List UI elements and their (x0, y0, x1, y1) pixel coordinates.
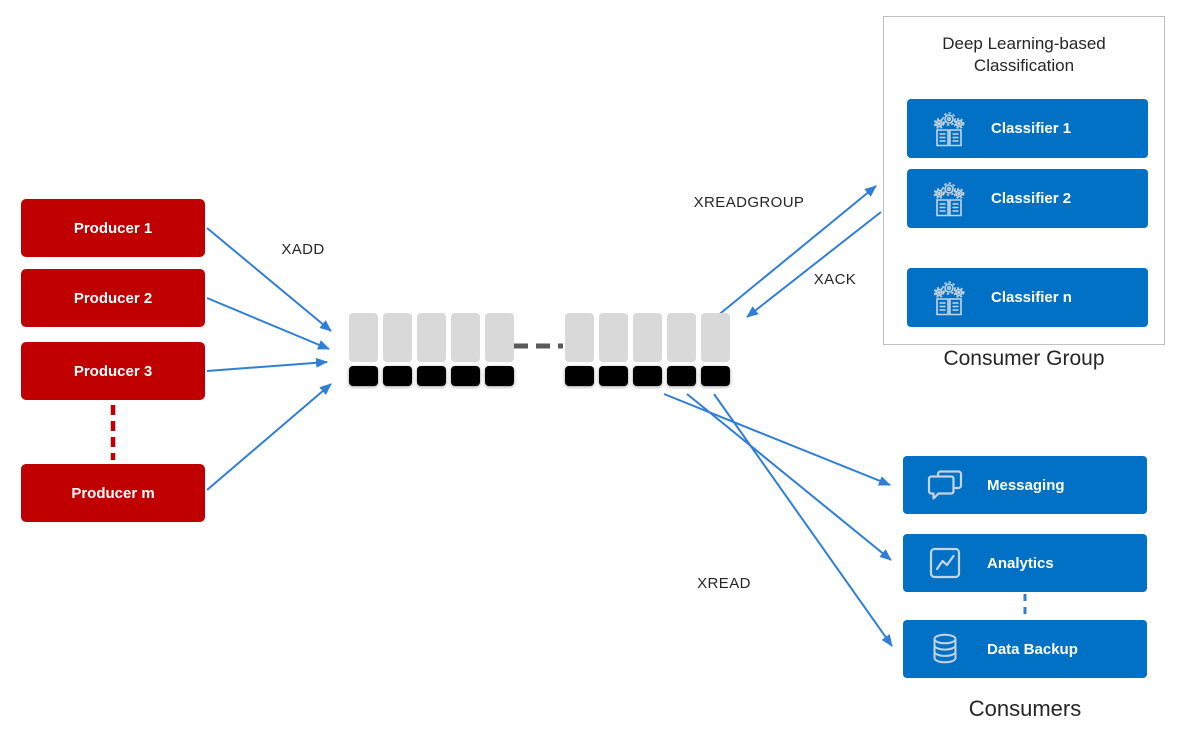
stream-cell-entry (701, 366, 730, 386)
stream-cell-body (383, 313, 412, 362)
classifier-n-box: Classifier n (907, 268, 1148, 327)
chart-icon (923, 545, 967, 581)
consumers-caption: Consumers (968, 696, 1082, 721)
xreadgroup-label: XREADGROUP (693, 194, 805, 211)
stream-cell-body (349, 313, 378, 362)
arrow-xread-messaging (663, 393, 891, 486)
stream-segment-1 (349, 313, 514, 386)
producer-1-label: Producer 1 (73, 219, 153, 237)
chat-bubbles-icon (923, 468, 967, 502)
stream-cell (667, 313, 696, 386)
producer-3-label: Producer 3 (73, 362, 153, 380)
producer-m-box: Producer m (21, 464, 205, 522)
xadd-label: XADD (281, 241, 325, 258)
classifier-2-box: Classifier 2 (907, 169, 1148, 228)
stream-cell-body (417, 313, 446, 362)
analytics-box: Analytics (903, 534, 1147, 592)
stream-cell (485, 313, 514, 386)
stream-cell-entry (485, 366, 514, 386)
analytics-label: Analytics (987, 554, 1054, 572)
producer-2-label: Producer 2 (73, 289, 153, 307)
stream-cell (565, 313, 594, 386)
consumer-group-caption: Consumer Group (943, 347, 1105, 370)
arrow-producerm-to-stream (206, 383, 332, 491)
producer-1-box: Producer 1 (21, 199, 205, 257)
classifier-1-box: Classifier 1 (907, 99, 1148, 158)
machine-learning-icon (927, 111, 971, 147)
messaging-box: Messaging (903, 456, 1147, 514)
stream-segment-2 (565, 313, 730, 386)
stream-cell-body (701, 313, 730, 362)
stream-cell (417, 313, 446, 386)
arrow-xread-databackup (713, 393, 893, 647)
arrow-producer3-to-stream (206, 357, 328, 372)
stream-cell-entry (565, 366, 594, 386)
stream-cell (451, 313, 480, 386)
producer-m-label: Producer m (71, 484, 155, 502)
data-backup-label: Data Backup (987, 640, 1078, 658)
stream-cell-entry (417, 366, 446, 386)
producer-3-box: Producer 3 (21, 342, 205, 400)
stream-cell-entry (633, 366, 662, 386)
classifier-n-label: Classifier n (991, 289, 1072, 306)
stream-cell-entry (383, 366, 412, 386)
arrow-xack (746, 211, 882, 318)
stream-cell-body (667, 313, 696, 362)
stream-cell-entry (667, 366, 696, 386)
machine-learning-icon (927, 181, 971, 217)
stream-cell-entry (599, 366, 628, 386)
producer-2-box: Producer 2 (21, 269, 205, 327)
data-backup-box: Data Backup (903, 620, 1147, 678)
xread-label: XREAD (697, 575, 751, 592)
messaging-label: Messaging (987, 476, 1065, 494)
arrow-xread-analytics (686, 393, 892, 561)
stream-cell (383, 313, 412, 386)
stream-cell (633, 313, 662, 386)
stream-cell-body (485, 313, 514, 362)
machine-learning-icon (927, 280, 971, 316)
stream-cell-body (599, 313, 628, 362)
stream-cell-body (451, 313, 480, 362)
xack-label: XACK (813, 271, 857, 288)
stream-cell (349, 313, 378, 386)
consumer-group-title: Deep Learning-based Classification (942, 34, 1106, 75)
classifier-1-label: Classifier 1 (991, 120, 1072, 137)
stream-cell (599, 313, 628, 386)
stream-cell (701, 313, 730, 386)
classifier-2-label: Classifier 2 (991, 190, 1072, 207)
stream-cell-entry (451, 366, 480, 386)
stream-cell-body (565, 313, 594, 362)
database-icon (923, 631, 967, 667)
arrow-producer2-to-stream (206, 297, 330, 350)
stream-cell-entry (349, 366, 378, 386)
stream-cell-body (633, 313, 662, 362)
